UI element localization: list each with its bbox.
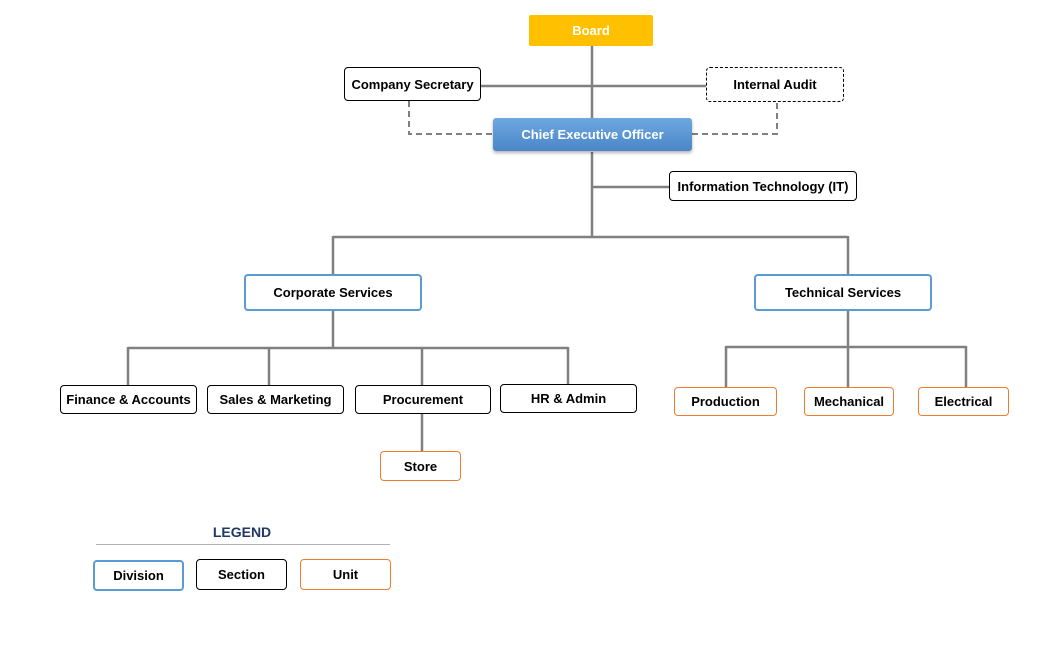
legend-section-label: Section (218, 567, 265, 582)
board-box: Board (529, 15, 653, 46)
procurement-box: Procurement (355, 385, 491, 414)
board-label: Board (572, 23, 610, 38)
hr-admin-box: HR & Admin (500, 384, 637, 413)
legend-division-label: Division (113, 568, 164, 583)
technical-services-box: Technical Services (754, 274, 932, 311)
mechanical-box: Mechanical (804, 387, 894, 416)
ceo-label: Chief Executive Officer (521, 127, 664, 142)
it-box: Information Technology (IT) (669, 171, 857, 201)
company-secretary-label: Company Secretary (351, 76, 474, 92)
internal-audit-label: Internal Audit (733, 77, 817, 92)
electrical-label: Electrical (934, 394, 993, 409)
store-box: Store (380, 451, 461, 481)
sales-marketing-box: Sales & Marketing (207, 385, 344, 414)
production-label: Production (691, 394, 760, 409)
finance-accounts-box: Finance & Accounts (60, 385, 197, 414)
electrical-box: Electrical (918, 387, 1009, 416)
company-secretary-box: Company Secretary (344, 67, 481, 101)
legend-unit-label: Unit (332, 567, 359, 582)
mechanical-label: Mechanical (813, 394, 885, 409)
sales-marketing-label: Sales & Marketing (219, 392, 332, 407)
corporate-services-box: Corporate Services (244, 274, 422, 311)
procurement-label: Procurement (382, 392, 464, 407)
legend-divider (96, 544, 390, 545)
legend-unit-box: Unit (300, 559, 391, 590)
legend-section-box: Section (196, 559, 287, 590)
legend-division-box: Division (93, 560, 184, 591)
legend-title: LEGEND (212, 524, 272, 540)
corporate-services-label: Corporate Services (273, 285, 393, 300)
production-box: Production (674, 387, 777, 416)
finance-accounts-label: Finance & Accounts (66, 392, 191, 407)
it-label: Information Technology (IT) (677, 178, 849, 194)
store-label: Store (403, 458, 438, 474)
ceo-box: Chief Executive Officer (493, 118, 692, 151)
hr-admin-label: HR & Admin (530, 391, 607, 406)
technical-services-label: Technical Services (784, 285, 902, 300)
internal-audit-box: Internal Audit (706, 67, 844, 102)
